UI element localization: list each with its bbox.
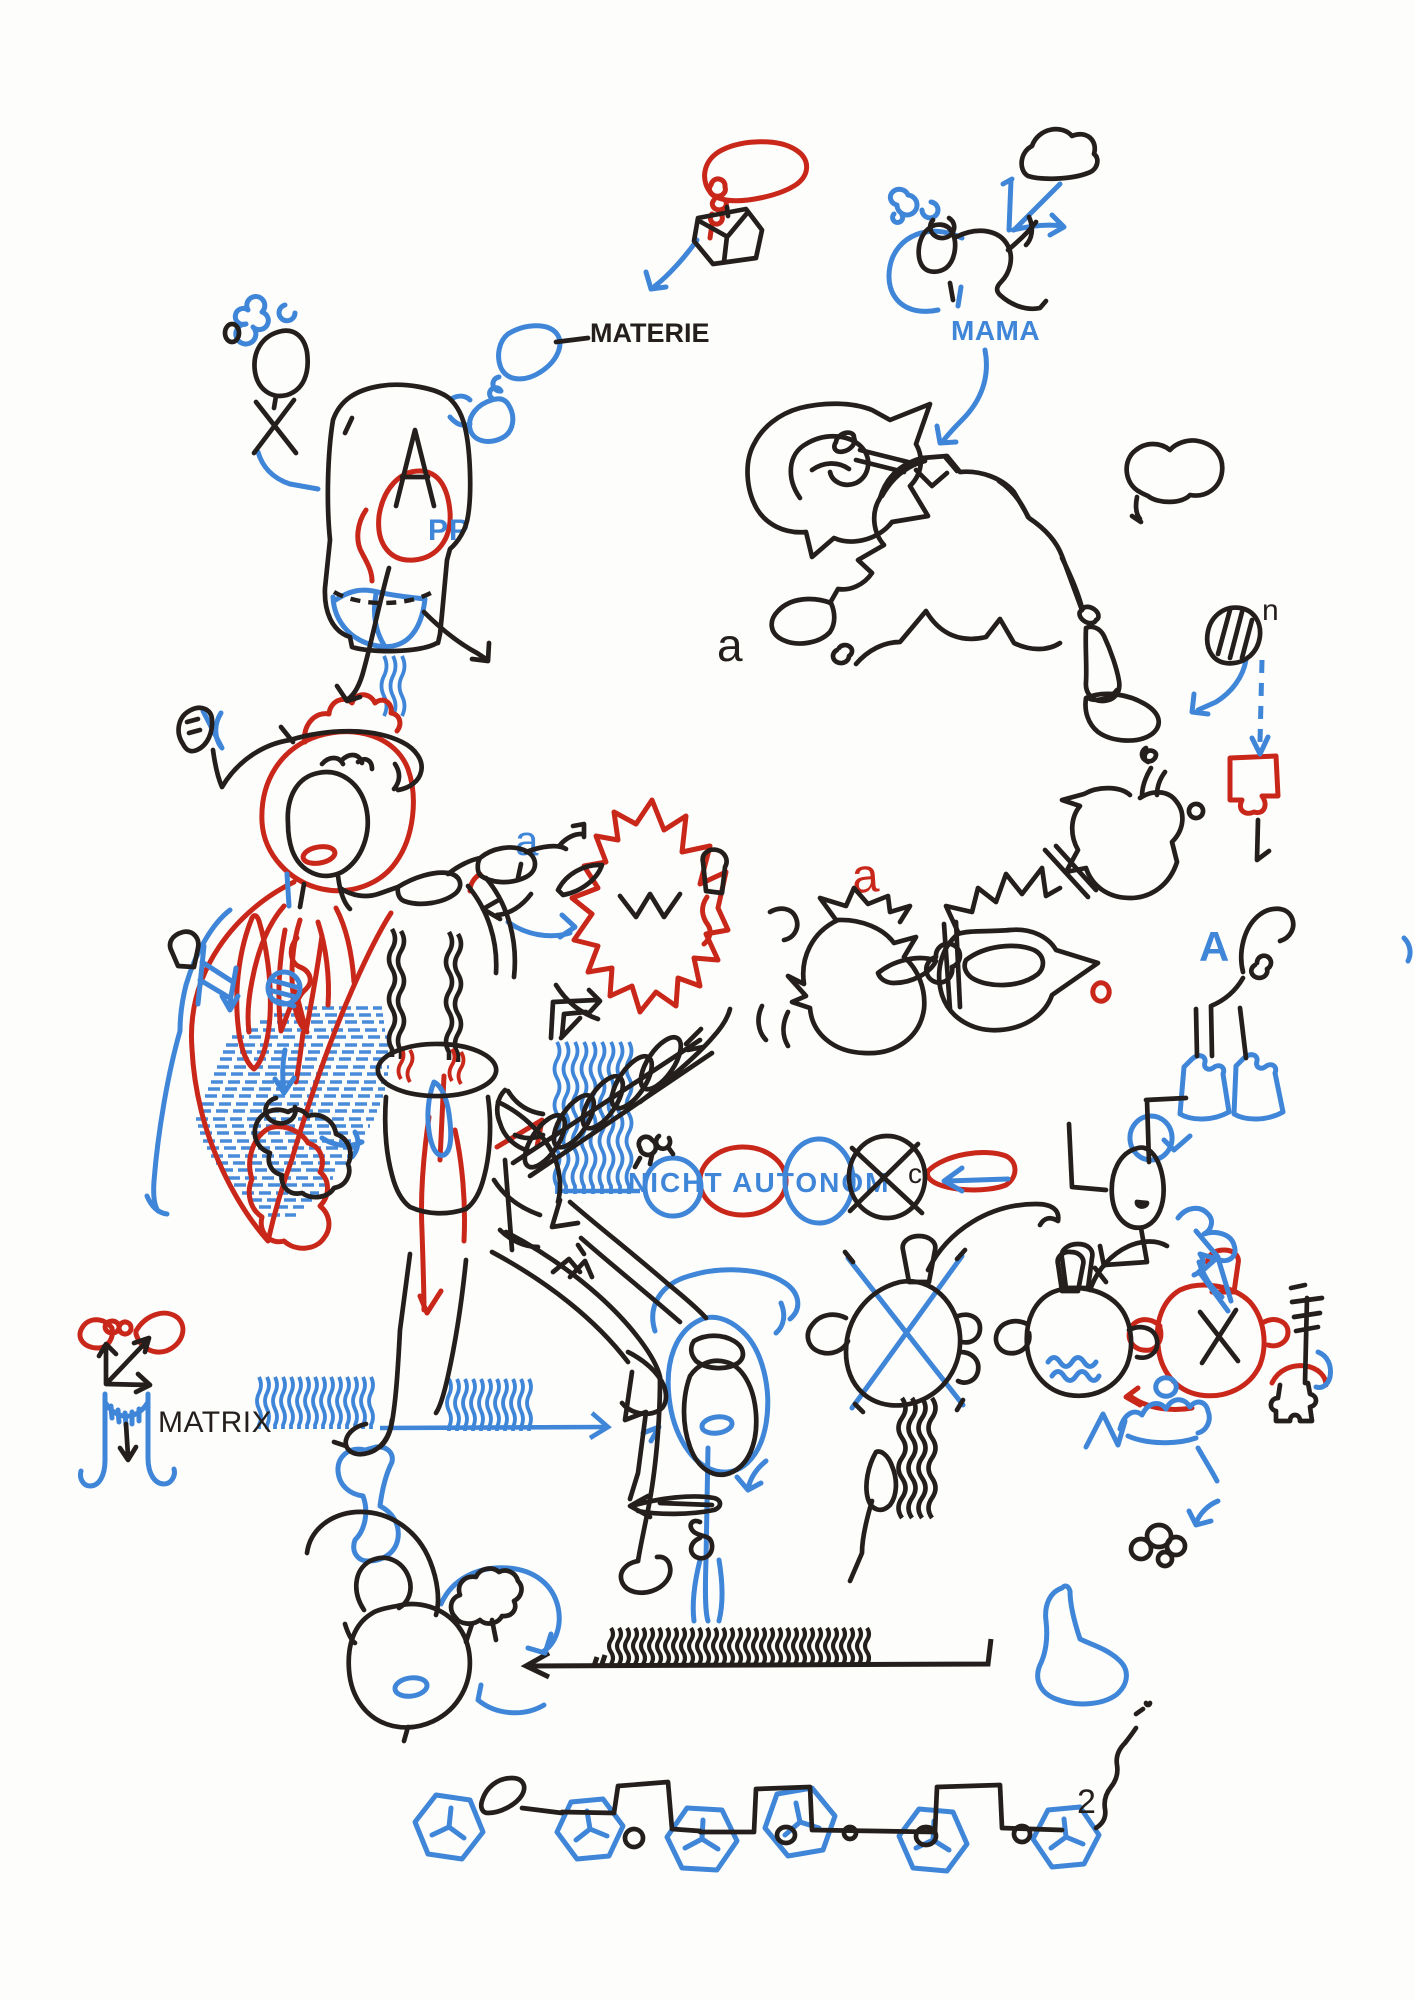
svg-text:c: c bbox=[908, 1158, 922, 1189]
svg-text:n: n bbox=[1262, 594, 1279, 627]
svg-text:MAMA: MAMA bbox=[951, 315, 1040, 346]
svg-text:A: A bbox=[1199, 923, 1229, 970]
svg-text:2: 2 bbox=[1077, 1783, 1096, 1821]
svg-text:MATRIX: MATRIX bbox=[158, 1406, 272, 1439]
svg-text:a: a bbox=[717, 619, 743, 671]
svg-text:MATERIE: MATERIE bbox=[590, 318, 710, 348]
svg-text:a: a bbox=[850, 849, 881, 904]
svg-text:NICHT AUTONOM: NICHT AUTONOM bbox=[628, 1167, 890, 1198]
